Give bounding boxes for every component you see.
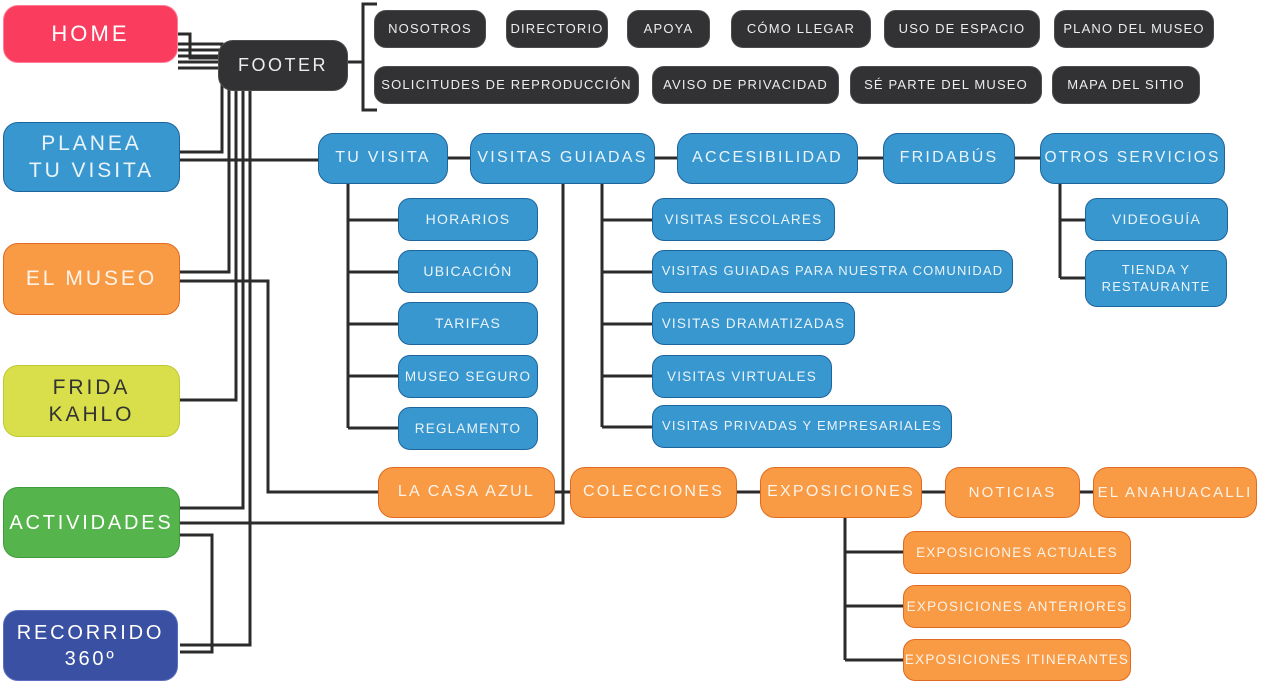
node-fridabus: FRIDABÚS bbox=[883, 133, 1015, 184]
node-visitas-guiadas-comunidad: VISITAS GUIADAS PARA NUESTRA COMUNIDAD bbox=[652, 250, 1013, 293]
node-noticias: NOTICIAS bbox=[945, 467, 1080, 518]
node-tienda-y-restaurante: TIENDA Y RESTAURANTE bbox=[1085, 250, 1227, 307]
node-el-anahuacalli: EL ANAHUACALLI bbox=[1093, 467, 1257, 518]
node-como-llegar: CÓMO LLEGAR bbox=[731, 10, 871, 48]
node-visitas-privadas-empresariales: VISITAS PRIVADAS Y EMPRESARIALES bbox=[652, 405, 952, 448]
connector-trunk-recorrido bbox=[178, 66, 252, 647]
node-apoya: APOYA bbox=[627, 10, 710, 48]
node-actividades: ACTIVIDADES bbox=[3, 487, 180, 558]
node-exposiciones-actuales: EXPOSICIONES ACTUALES bbox=[903, 531, 1131, 574]
connector-trunk-actividades bbox=[178, 60, 245, 510]
connector-el-museo-to-la-casa-azul bbox=[180, 279, 378, 494]
node-el-museo: EL MUSEO bbox=[3, 243, 180, 315]
connector-actividades-to-visitas-guiadas bbox=[180, 184, 565, 525]
node-footer: FOOTER bbox=[218, 40, 348, 91]
connector-visitas-guiadas-children bbox=[600, 184, 652, 429]
connector-otros-servicios-children bbox=[1058, 184, 1085, 280]
node-exposiciones-anteriores: EXPOSICIONES ANTERIORES bbox=[903, 585, 1131, 628]
node-home: HOME bbox=[3, 5, 178, 63]
node-tu-visita: TU VISITA bbox=[318, 133, 448, 184]
node-colecciones: COLECCIONES bbox=[570, 467, 737, 518]
node-otros-servicios: OTROS SERVICIOS bbox=[1040, 133, 1225, 184]
connector-home-to-footer bbox=[178, 32, 218, 60]
connector-trunk-planea bbox=[178, 42, 224, 154]
node-directorio: DIRECTORIO bbox=[506, 10, 608, 48]
node-visitas-guiadas: VISITAS GUIADAS bbox=[470, 133, 655, 184]
connector-trunk-frida-kahlo bbox=[178, 54, 238, 402]
node-planea-tu-visita: PLANEA TU VISITA bbox=[3, 122, 180, 192]
node-museo-seguro: MUSEO SEGURO bbox=[398, 355, 538, 398]
node-la-casa-azul: LA CASA AZUL bbox=[378, 467, 555, 518]
node-videoguia: VIDEOGUÍA bbox=[1085, 198, 1228, 241]
node-accesibilidad: ACCESIBILIDAD bbox=[677, 133, 858, 184]
connector-actividades-to-recorrido bbox=[180, 533, 214, 654]
node-recorrido-360: RECORRIDO 360º bbox=[3, 610, 178, 681]
node-exposiciones-itinerantes: EXPOSICIONES ITINERANTES bbox=[903, 639, 1131, 681]
connector-exposiciones-children bbox=[843, 518, 903, 662]
node-aviso-de-privacidad: AVISO DE PRIVACIDAD bbox=[652, 66, 839, 104]
node-tarifas: TARIFAS bbox=[398, 302, 538, 345]
node-nosotros: NOSOTROS bbox=[374, 10, 486, 48]
node-exposiciones: EXPOSICIONES bbox=[760, 467, 922, 518]
node-ubicacion: UBICACIÓN bbox=[398, 250, 538, 293]
node-frida-kahlo: FRIDA KAHLO bbox=[3, 365, 180, 437]
connector-footer-items-bracket bbox=[361, 2, 377, 112]
node-se-parte-del-museo: SÉ PARTE DEL MUSEO bbox=[850, 66, 1042, 104]
node-visitas-escolares: VISITAS ESCOLARES bbox=[652, 198, 835, 241]
node-reglamento: REGLAMENTO bbox=[398, 407, 538, 450]
node-horarios: HORARIOS bbox=[398, 198, 538, 241]
node-visitas-dramatizadas: VISITAS DRAMATIZADAS bbox=[652, 302, 855, 345]
node-solicitudes-de-reproduccion: SOLICITUDES DE REPRODUCCIÓN bbox=[374, 66, 639, 104]
node-uso-de-espacio: USO DE ESPACIO bbox=[884, 10, 1040, 48]
node-visitas-virtuales: VISITAS VIRTUALES bbox=[652, 355, 832, 398]
node-mapa-del-sitio: MAPA DEL SITIO bbox=[1052, 66, 1200, 104]
connector-tu-visita-children bbox=[346, 184, 398, 430]
node-plano-del-museo: PLANO DEL MUSEO bbox=[1054, 10, 1214, 48]
